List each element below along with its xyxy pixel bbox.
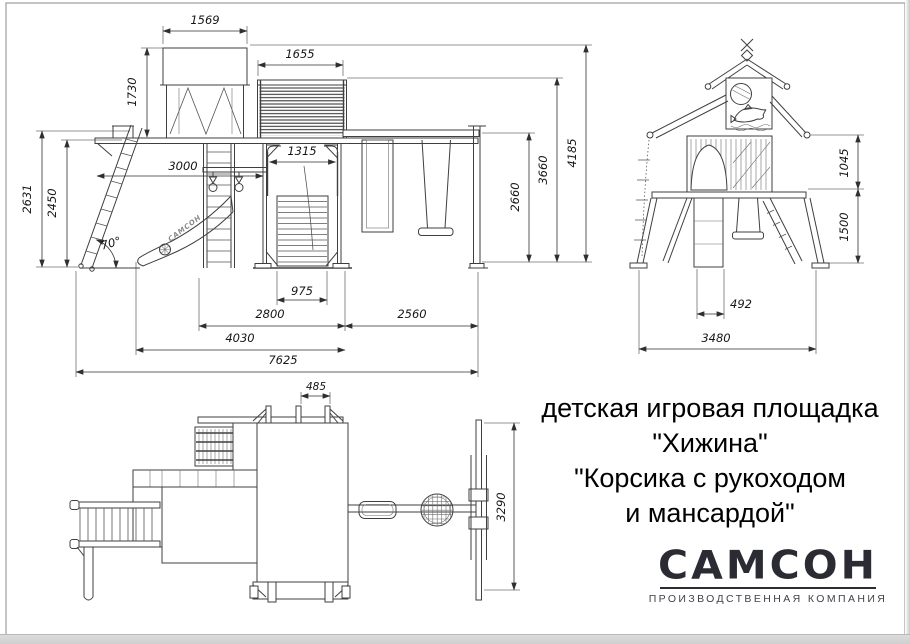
dim-ladder-height: 2450 [45,188,59,217]
page-edge-bottom [0,634,910,644]
dim-roof-to-platform: 1045 [837,148,851,177]
angle-arc [95,239,119,269]
side-tower-body [686,135,773,193]
dim-stair-base-width: 975 [291,284,313,298]
dim-mansard-width: 1655 [285,47,314,61]
dim-swing-frame-depth: 3290 [494,492,508,521]
dim-total-length: 7625 [268,353,297,367]
side-platform [651,191,807,199]
tower-walls [166,84,244,139]
upper-roof [704,58,791,90]
title-line-config1: "Корсика с рукоходом [574,463,846,493]
plan-swing-beam [347,504,480,513]
dim-swing-section-span: 2560 [397,307,426,321]
title-block: детская игровая площадка "Хижина" "Корси… [518,391,902,531]
dim-tower-height: 1730 [125,77,139,106]
plan-slide [76,546,94,601]
plan-stairs [194,426,234,467]
slide-brand-label: САМСОН [167,213,203,243]
dim-side-total-width: 3480 [701,331,730,345]
brand-logo: САМСОН ПРОИЗВОДСТВЕННАЯ КОМПАНИЯ [646,543,890,605]
plan-side-panel [132,486,163,548]
trapeze-rings [208,172,244,192]
title-line-product: "Хижина" [652,428,768,458]
plan-monkey-bar-beam [197,405,344,424]
dim-tower-base-span: 2800 [255,307,284,321]
mansard-structure [257,79,347,139]
dim-ladder-total-height: 2631 [20,184,34,213]
side-dimension-labels: 1045 1500 492 3480 [701,148,851,345]
dim-platform-to-ground: 1500 [837,212,851,241]
dolphin-figure [733,107,767,123]
plan-mansard [161,486,258,564]
dim-mansard-roof-height: 3660 [536,155,550,184]
plan-end-crossbar [468,419,489,601]
dim-roof-width: 1569 [190,13,219,27]
plan-flat-swing [358,501,397,519]
title-line-type: детская игровая площадка [541,393,879,423]
logo-wordmark: САМСОН [658,542,878,588]
dim-platform-span: 3000 [168,159,197,173]
plan-dimension-labels: 485 3290 [306,381,508,522]
dolphin-panel [725,77,773,132]
climbing-column [203,143,235,268]
page-edge-right [905,0,910,644]
dim-mid-section-span: 4030 [225,331,254,345]
plan-view-drawing: 485 3290 [69,381,520,603]
plan-dimension-lines [300,392,520,591]
dim-rung-spacing: 485 [306,381,326,393]
ball-porthole [730,83,752,105]
title-line-config2: и мансардой" [625,498,795,528]
plan-ladder-arm [69,500,161,549]
plan-net-swing [420,493,454,527]
front-dimension-lines [36,26,592,377]
dim-ladder-angle: 70° [99,234,122,253]
platform-beam [94,137,479,144]
plan-landing [232,420,258,471]
front-dimension-labels: 1569 1655 1730 3000 1315 2631 2450 70° 2… [20,13,579,367]
landing-rail [96,125,134,157]
swing-beam [342,125,488,269]
front-view-drawing: САМСОН [20,13,592,377]
dim-panel-width: 492 [730,297,752,311]
lower-roof [646,94,811,139]
dim-stair-rail-width: 1315 [287,144,316,158]
side-lower-structure [629,139,830,269]
tower-roof [160,47,250,86]
side-dimension-lines [638,134,864,354]
plan-balcony [132,469,258,488]
stairs [266,145,339,267]
roof-finial [740,38,754,62]
side-view-drawing: 1045 1500 492 3480 [629,38,864,354]
swing-flat [361,139,394,233]
dim-total-height: 4185 [565,138,579,167]
dim-beam-height: 2660 [508,182,522,211]
slide: САМСОН [137,195,234,267]
logo-subtitle: ПРОИЗВОДСТВЕННАЯ КОМПАНИЯ [648,593,888,605]
logo-rule [660,587,876,589]
swing-seat [418,139,454,236]
plan-main-platform [256,422,349,583]
plan-south-rail [249,581,351,603]
